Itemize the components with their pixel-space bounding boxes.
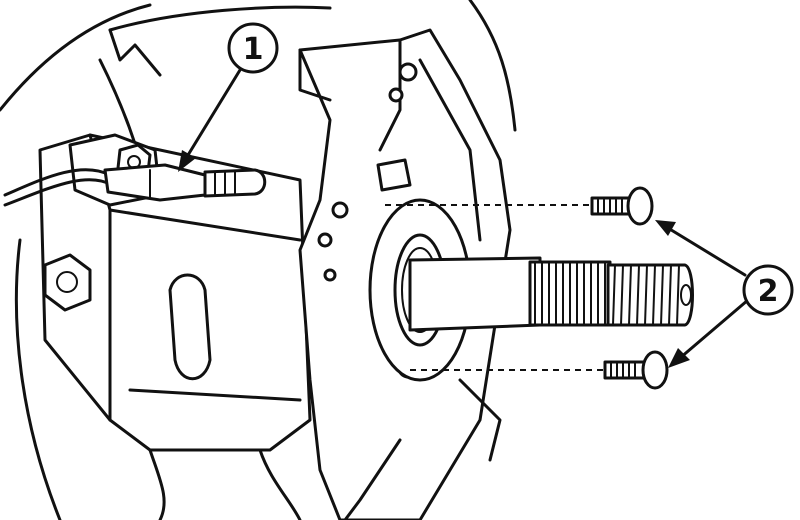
callout-1-leader	[178, 68, 242, 172]
screw-lower	[603, 350, 669, 390]
screw-upper	[590, 186, 654, 226]
wire-connector-assembly	[3, 163, 267, 207]
callout-2-badge: 2	[742, 264, 794, 316]
steering-shaft	[408, 256, 694, 332]
alignment-guides	[385, 204, 605, 371]
shaft-splines	[534, 261, 606, 326]
steering-wheel-outline	[0, 0, 517, 520]
housing-bolt-left	[43, 253, 92, 312]
callout-2-label: 2	[758, 274, 779, 309]
callout-1-label: 1	[243, 32, 264, 67]
shaft-threads	[612, 264, 680, 326]
callout-1-badge: 1	[227, 22, 279, 74]
callout-2-leaders	[655, 220, 750, 368]
